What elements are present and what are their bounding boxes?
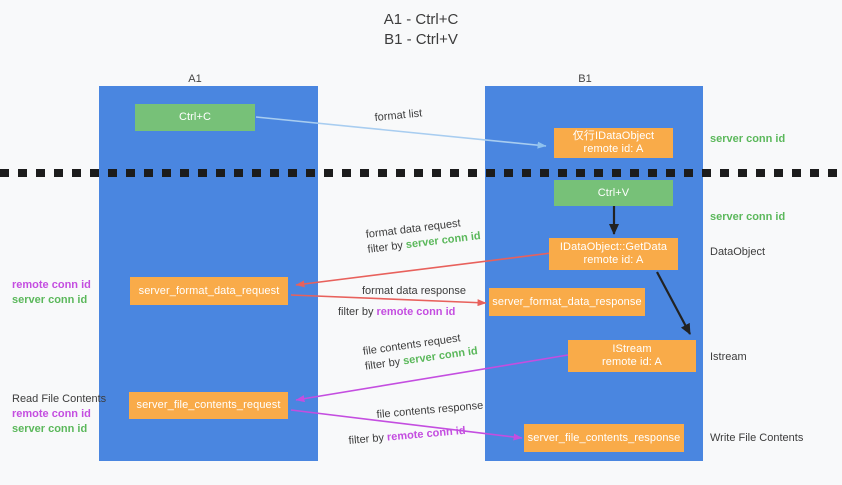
right-label-write-file-contents: Write File Contents <box>710 432 804 444</box>
filter-prefix: filter by <box>366 239 407 256</box>
node-idataobject-getdata[interactable]: IDataObject::GetData remote id: A <box>549 238 678 270</box>
left-label-format-conn-ids: remote conn id server conn id <box>12 278 91 308</box>
edge-label-file-contents-response: file contents response <box>376 399 484 423</box>
phase-divider <box>0 169 842 177</box>
node-ctrl-c[interactable]: Ctrl+C <box>135 104 255 131</box>
edge-label-format-data-response: format data response <box>362 284 466 299</box>
page-title: A1 - Ctrl+C B1 - Ctrl+V <box>383 11 459 48</box>
left-label-file-server-conn-id: server conn id <box>12 423 88 435</box>
filter-value: remote conn id <box>386 424 467 444</box>
lane-header-b1-title: B1 <box>578 73 592 85</box>
left-label-format-remote-conn-id: remote conn id <box>12 279 91 291</box>
node-server-format-data-request[interactable]: server_format_data_request <box>130 277 288 305</box>
filter-prefix: filter by <box>338 306 377 318</box>
right-label-istream: Istream <box>710 351 747 363</box>
edge-label-file-contents-response-filter: filter by remote conn id <box>348 424 466 449</box>
node-server-file-contents-request[interactable]: server_file_contents_request <box>129 392 288 419</box>
edge-label-format-data-response-text: format data response <box>362 285 466 297</box>
node-server-file-contents-response[interactable]: server_file_contents_response <box>524 424 684 452</box>
right-label-server-conn-id-top: server conn id <box>710 133 786 145</box>
filter-prefix: filter by <box>348 431 388 447</box>
edge-label-file-contents-request: file contents request filter by server c… <box>362 329 479 375</box>
filter-value: remote conn id <box>376 306 456 318</box>
left-label-file-remote-conn-id: remote conn id <box>12 408 91 420</box>
edge-label-format-data-response-filter: filter by remote conn id <box>338 305 455 320</box>
left-label-read-file-contents-group: Read File Contents remote conn id server… <box>12 392 106 437</box>
node-istream[interactable]: IStream remote id: A <box>568 340 696 372</box>
filter-prefix: filter by <box>364 355 405 373</box>
edge-label-format-data-request: format data request filter by server con… <box>365 214 482 258</box>
lane-header-a1-title: A1 <box>188 73 202 85</box>
right-label-data-object: DataObject <box>710 246 766 258</box>
left-label-format-server-conn-id: server conn id <box>12 294 88 306</box>
node-server-format-data-response[interactable]: server_format_data_response <box>489 288 645 316</box>
edge-label-file-contents-response-text: file contents response <box>376 399 484 421</box>
edge-label-format-list: format list <box>374 107 423 124</box>
left-label-read-file-contents: Read File Contents <box>12 393 107 405</box>
node-idataobject[interactable]: 仅行IDataObject remote id: A <box>554 128 673 158</box>
right-label-server-conn-id-mid: server conn id <box>710 211 786 223</box>
node-ctrl-v[interactable]: Ctrl+V <box>554 180 673 206</box>
